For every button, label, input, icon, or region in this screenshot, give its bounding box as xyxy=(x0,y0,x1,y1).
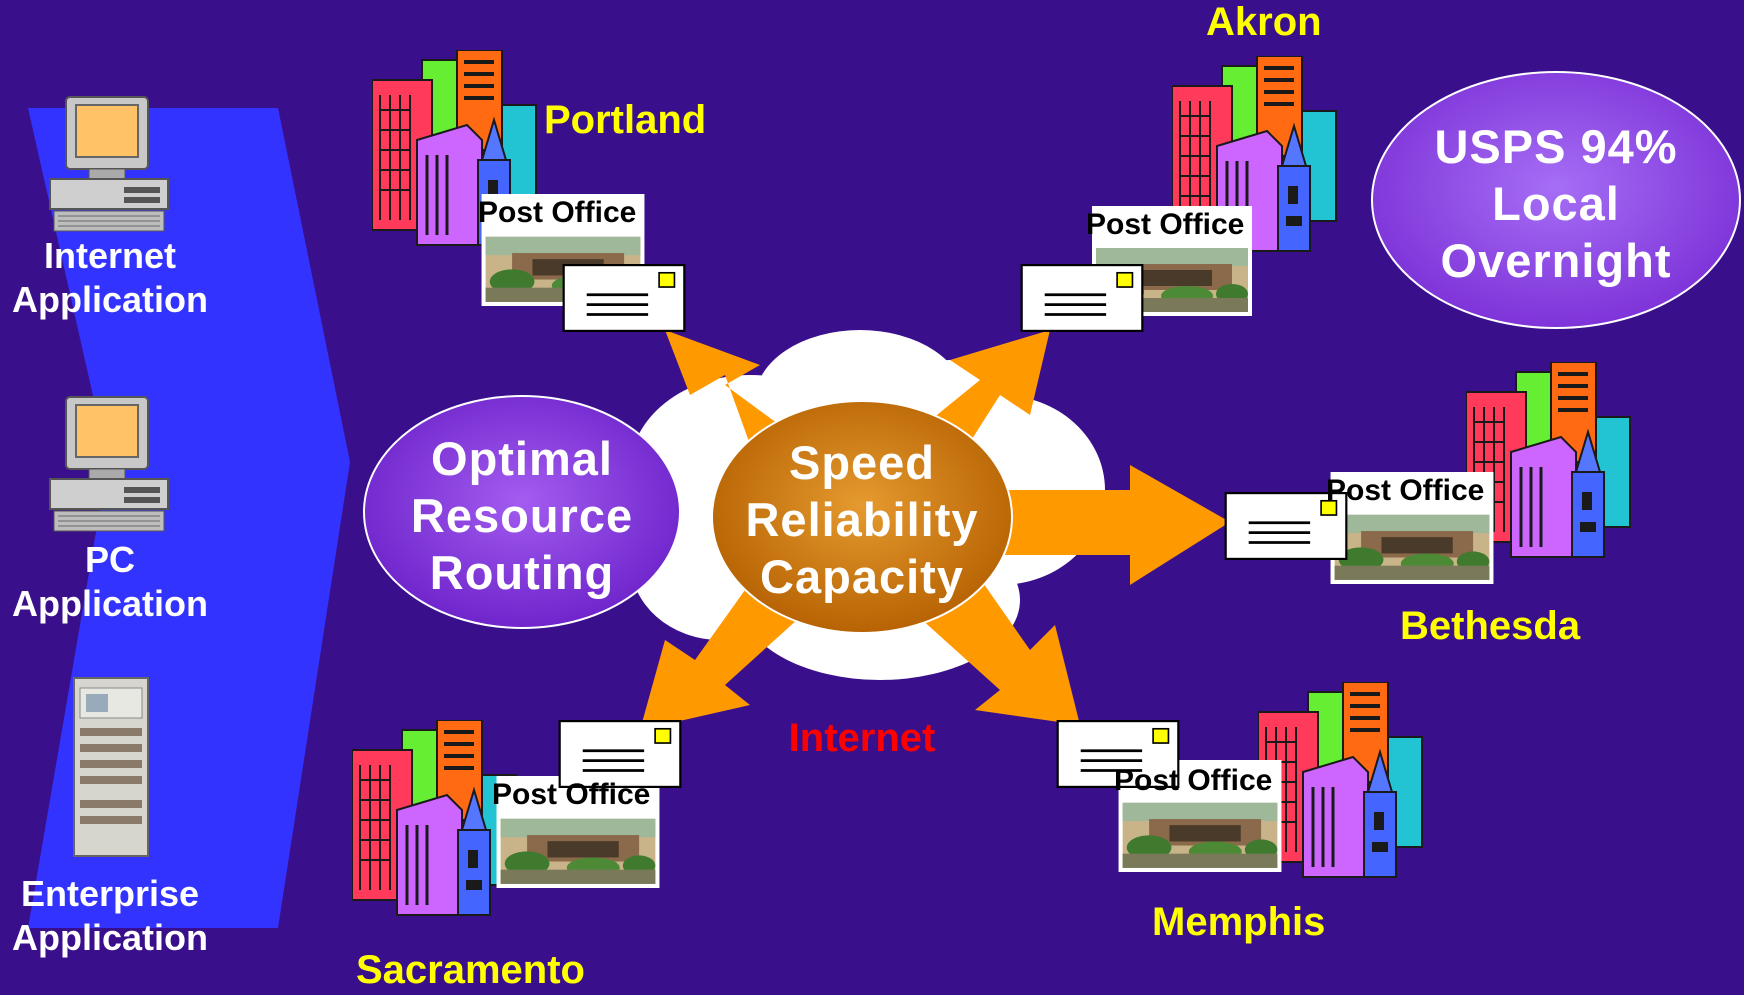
post-office-label: Post Office xyxy=(1326,474,1485,507)
post-office-label: Post Office xyxy=(492,778,651,811)
city-label-memphis: Memphis xyxy=(1152,900,1326,944)
envelope-icon xyxy=(1020,264,1144,332)
usps-line: USPS 94% xyxy=(1434,120,1678,173)
memphis-buildings-icon xyxy=(1258,682,1424,879)
internet-application-label: Internet Application xyxy=(0,234,220,322)
routing-oval xyxy=(363,395,681,629)
usps-oval xyxy=(1371,71,1741,329)
city-label-portland: Portland xyxy=(544,98,707,142)
usps-line: Local xyxy=(1492,177,1620,230)
routing-line: Resource xyxy=(410,489,634,542)
routing-oval-text: Optimal Resource Routing xyxy=(402,430,642,601)
core-line: Reliability xyxy=(745,493,979,546)
core-line: Capacity xyxy=(760,550,964,603)
post-office-label: Post Office xyxy=(1086,208,1245,241)
routing-line: Routing xyxy=(429,546,615,599)
label-line: Application xyxy=(12,583,208,624)
server-rack-icon xyxy=(73,677,149,857)
routing-line: Optimal xyxy=(431,432,613,485)
post-office-label: Post Office xyxy=(1114,764,1273,797)
core-oval-text: Speed Reliability Capacity xyxy=(732,434,992,605)
city-label-sacramento: Sacramento xyxy=(356,948,585,992)
usps-line: Overnight xyxy=(1440,234,1672,287)
label-line: Internet xyxy=(43,235,176,276)
city-label-bethesda: Bethesda xyxy=(1400,604,1581,648)
city-label-akron: Akron xyxy=(1206,0,1322,44)
enterprise-application-label: Enterprise Application xyxy=(0,872,220,960)
label-line: PC xyxy=(84,539,135,580)
label-line: Enterprise xyxy=(20,873,200,914)
sacramento-buildings-icon xyxy=(352,720,518,917)
envelope-icon xyxy=(562,264,686,332)
arrow-to-bethesda xyxy=(1000,465,1230,585)
post-office-label: Post Office xyxy=(478,196,637,229)
pc-application-label: PC Application xyxy=(0,538,220,626)
internet-label: Internet xyxy=(788,716,936,760)
label-line: Application xyxy=(12,279,208,320)
usps-oval-text: USPS 94% Local Overnight xyxy=(1416,118,1696,289)
core-line: Speed xyxy=(788,436,936,489)
core-oval xyxy=(711,400,1013,634)
label-line: Application xyxy=(12,917,208,958)
